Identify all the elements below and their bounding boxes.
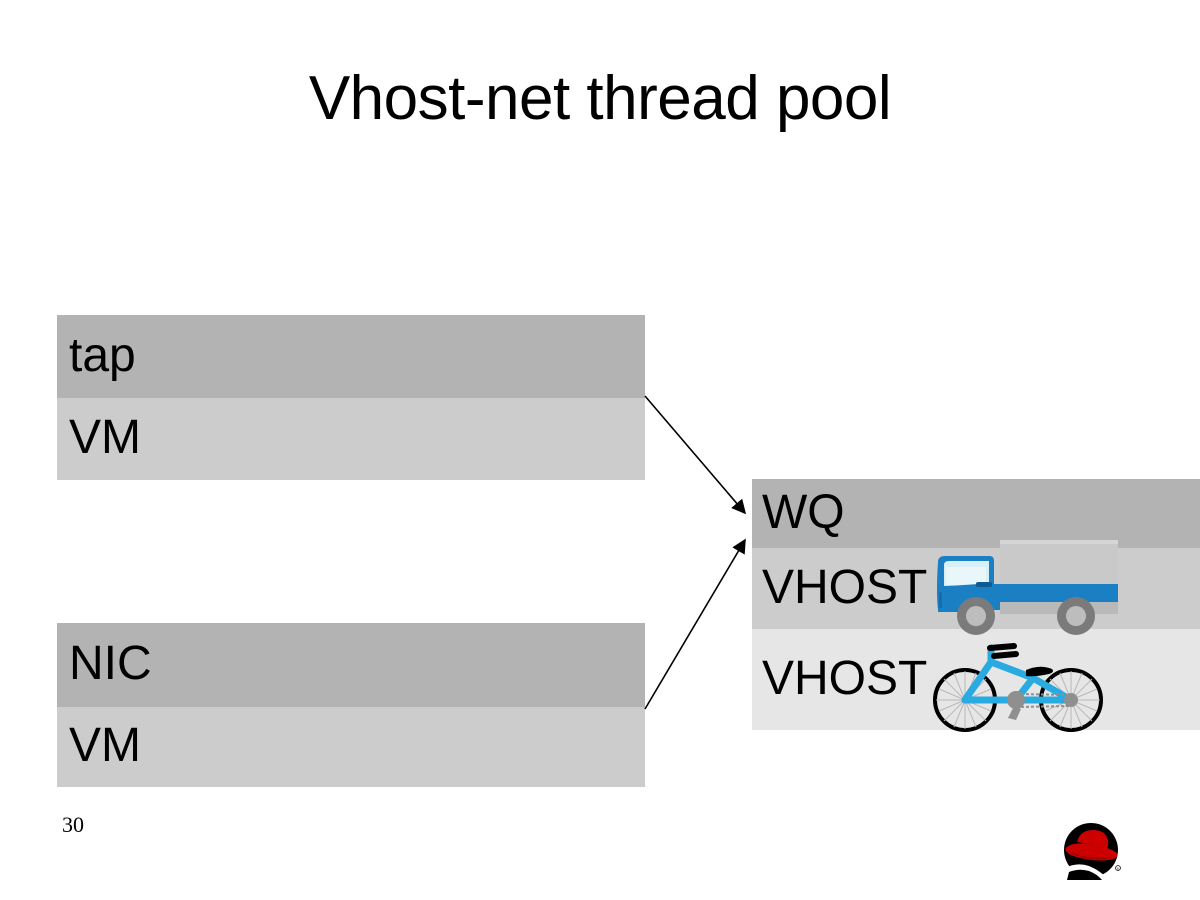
band-label-vhost-1: VHOST — [762, 560, 928, 614]
band-vm-bottom: VM — [57, 707, 645, 787]
band-label-vm-top: VM — [69, 411, 141, 465]
tap-to-wq-arrow — [644, 395, 747, 515]
svg-text:R: R — [1117, 867, 1119, 871]
band-tap: tap — [57, 315, 645, 398]
tap-vm-stack: tap VM — [57, 315, 645, 480]
band-nic: NIC — [57, 623, 645, 707]
band-wq: WQ — [752, 479, 1200, 548]
page-number: 30 — [62, 812, 84, 837]
red-hat-shadowman-logo: R — [1055, 820, 1127, 882]
nic-to-wq-arrow — [644, 538, 746, 710]
band-label-nic: NIC — [69, 637, 152, 691]
nic-vm-stack: NIC VM — [57, 623, 645, 787]
delivery-truck-icon — [928, 532, 1128, 642]
band-label-wq: WQ — [762, 485, 845, 539]
page-title: Vhost-net thread pool — [308, 64, 892, 133]
band-label-tap: tap — [69, 328, 136, 382]
band-label-vhost-2: VHOST — [762, 651, 928, 705]
band-label-vm-bottom: VM — [69, 719, 141, 773]
band-vm-top: VM — [57, 398, 645, 480]
bicycle-icon — [928, 636, 1108, 736]
